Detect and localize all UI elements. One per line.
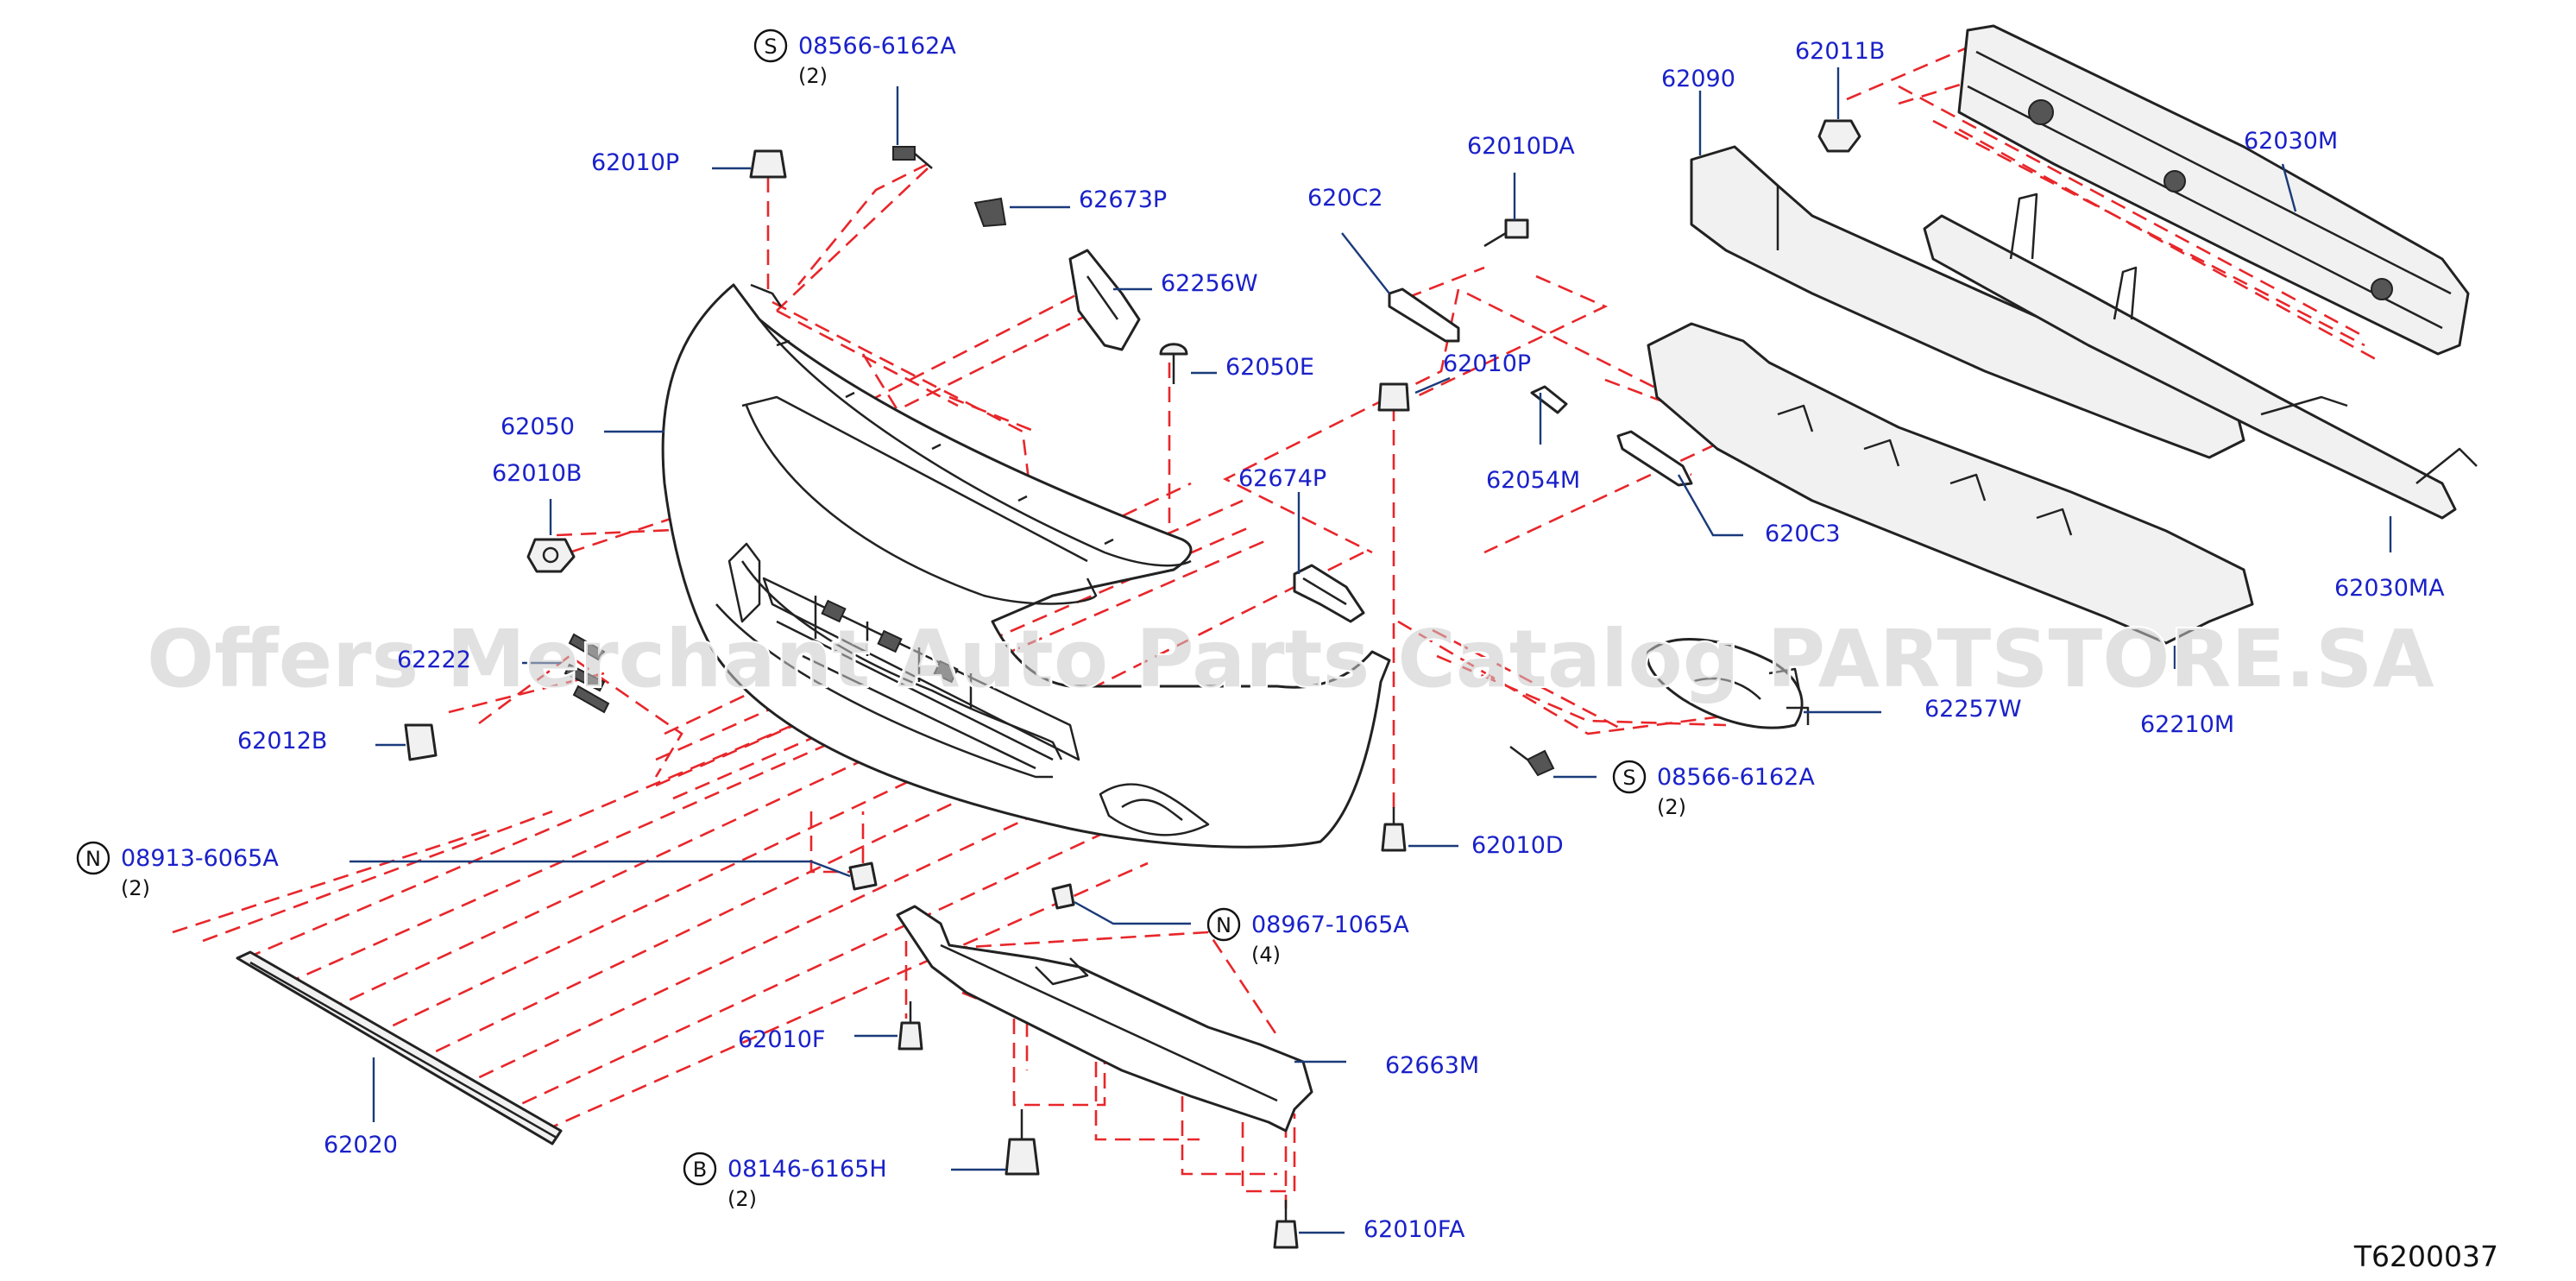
callout-62010fa[interactable]: 62010FA (1364, 1216, 1465, 1243)
part-number-label[interactable]: 620C3 (1765, 521, 1841, 547)
part-number-label[interactable]: 62210M (2140, 711, 2234, 738)
part-number-label[interactable]: 62050 (501, 413, 575, 440)
fog-lamp-cover (1646, 638, 1810, 729)
upper-lamp-bracket (1068, 249, 1141, 351)
quantity-label: (4) (1251, 943, 1281, 967)
callout-62090[interactable]: 62090 (1661, 66, 1735, 92)
part-number-label[interactable]: 62222 (397, 647, 471, 673)
callout-62011b[interactable]: 62011B (1795, 38, 1885, 65)
callout-62010f[interactable]: 62010F (738, 1026, 825, 1053)
callout-prefix-circle (1612, 760, 1647, 794)
part-number-label[interactable]: 62054M (1486, 467, 1580, 494)
callout-62012b[interactable]: 62012B (237, 728, 327, 754)
callout-62020[interactable]: 62020 (324, 1132, 398, 1158)
callout-62030m[interactable]: 62030M (2244, 128, 2338, 155)
quantity-label: (2) (121, 876, 150, 900)
callout-62030ma[interactable]: 62030MA (2334, 575, 2445, 602)
part-number-label[interactable]: 62010DA (1467, 133, 1575, 160)
part-number-label[interactable]: 62030M (2244, 128, 2338, 155)
part-number-label[interactable]: 62010FA (1364, 1216, 1465, 1243)
part-number-label[interactable]: 62010P (591, 149, 679, 176)
small-clip-62222 (564, 633, 610, 714)
part-number-label[interactable]: 08566-6162A (1657, 764, 1815, 791)
callout-08967-1065a[interactable]: N 08967-1065A (4) (1206, 907, 1409, 967)
part-number-label[interactable]: 62010B (492, 460, 582, 487)
part-number-label[interactable]: 62010P (1443, 350, 1531, 377)
part-shapes (236, 24, 2478, 1249)
part-number-label[interactable]: 08967-1065A (1251, 912, 1409, 938)
part-number-label[interactable]: 62663M (1385, 1052, 1479, 1079)
callout-08146-6165h[interactable]: B 08146-6165H (2) (683, 1152, 887, 1211)
callout-62010p[interactable]: 62010P (1443, 350, 1531, 377)
part-number-label[interactable]: 62011B (1795, 38, 1885, 65)
callout-prefix-circle (76, 841, 110, 875)
callout-62050[interactable]: 62050 (501, 413, 575, 440)
lower-beam (1923, 192, 2478, 520)
callout-620c3[interactable]: 620C3 (1765, 521, 1841, 547)
diagram-reference-code: T6200037 (2353, 1240, 2498, 1273)
part-number-label[interactable]: 08566-6162A (798, 33, 956, 60)
part-number-label[interactable]: 08146-6165H (727, 1156, 887, 1183)
part-number-label[interactable]: 62020 (324, 1132, 398, 1158)
callout-08566-6162a[interactable]: S 08566-6162A (2) (753, 28, 956, 88)
callout-prefix-circle (1206, 907, 1241, 942)
part-number-label[interactable]: 62010D (1471, 832, 1564, 859)
callout-08566-6162a[interactable]: S 08566-6162A (2) (1612, 760, 1815, 819)
part-number-label[interactable]: 62674P (1238, 465, 1326, 492)
callout-62010b[interactable]: 62010B (492, 460, 582, 487)
part-number-label[interactable]: 62012B (237, 728, 327, 754)
callout-62010da[interactable]: 62010DA (1467, 133, 1575, 160)
callout-62050e[interactable]: 62050E (1225, 354, 1314, 381)
callout-620c2[interactable]: 620C2 (1307, 185, 1383, 211)
part-number-label[interactable]: 62050E (1225, 354, 1314, 381)
callout-62010d[interactable]: 62010D (1471, 832, 1564, 859)
side-bracket (1293, 564, 1365, 623)
callout-62010p[interactable]: 62010P (591, 149, 679, 176)
lower-grille-strip (236, 950, 563, 1145)
bracket-620c3 (1616, 430, 1693, 487)
callout-prefix-circle (683, 1152, 717, 1186)
callout-62674p[interactable]: 62674P (1238, 465, 1326, 492)
callout-labels: S 08566-6162A (2) 62010P 62673P 62256W 62050E 6… (76, 28, 2445, 1243)
part-number-label[interactable]: 62256W (1161, 270, 1258, 297)
part-number-label[interactable]: 08913-6065A (121, 845, 279, 872)
front-bumper-fascia (661, 283, 1391, 849)
callout-62210m[interactable]: 62210M (2140, 711, 2234, 738)
callout-prefix: B (693, 1158, 707, 1182)
part-number-label[interactable]: 62030MA (2334, 575, 2445, 602)
part-number-label[interactable]: 62010F (738, 1026, 825, 1053)
callout-08913-6065a[interactable]: N 08913-6065A (2) (76, 841, 279, 900)
callout-prefix: S (1622, 766, 1635, 790)
bracket-620c2 (1388, 287, 1460, 343)
callout-62663m[interactable]: 62663M (1385, 1052, 1479, 1079)
quantity-label: (2) (727, 1187, 757, 1211)
callout-62256w[interactable]: 62256W (1161, 270, 1258, 297)
callout-prefix: S (764, 35, 777, 59)
under-shield (896, 905, 1313, 1133)
energy-absorber (1647, 322, 2254, 645)
grille-area (762, 577, 1080, 770)
callout-62257w[interactable]: 62257W (1924, 696, 2022, 723)
quantity-label: (2) (798, 64, 828, 88)
callout-62222[interactable]: 62222 (397, 647, 471, 673)
bracket-62054m (1530, 385, 1568, 414)
part-number-label[interactable]: 62257W (1924, 696, 2022, 723)
callout-62054m[interactable]: 62054M (1486, 467, 1580, 494)
callout-62673p[interactable]: 62673P (1079, 186, 1167, 213)
reinforcement-beam (1957, 24, 2470, 356)
leader-lines (350, 67, 2392, 1234)
part-number-label[interactable]: 62090 (1661, 66, 1735, 92)
fasteners (404, 119, 1861, 1249)
callout-prefix: N (1216, 913, 1231, 937)
callout-prefix-circle (753, 28, 788, 63)
part-number-label[interactable]: 62673P (1079, 186, 1167, 213)
callout-prefix: N (85, 847, 101, 871)
quantity-label: (2) (1657, 795, 1686, 819)
part-number-label[interactable]: 620C2 (1307, 185, 1383, 211)
watermark: Offers Merchant Auto Parts Catalog PARTS… (147, 613, 2434, 705)
